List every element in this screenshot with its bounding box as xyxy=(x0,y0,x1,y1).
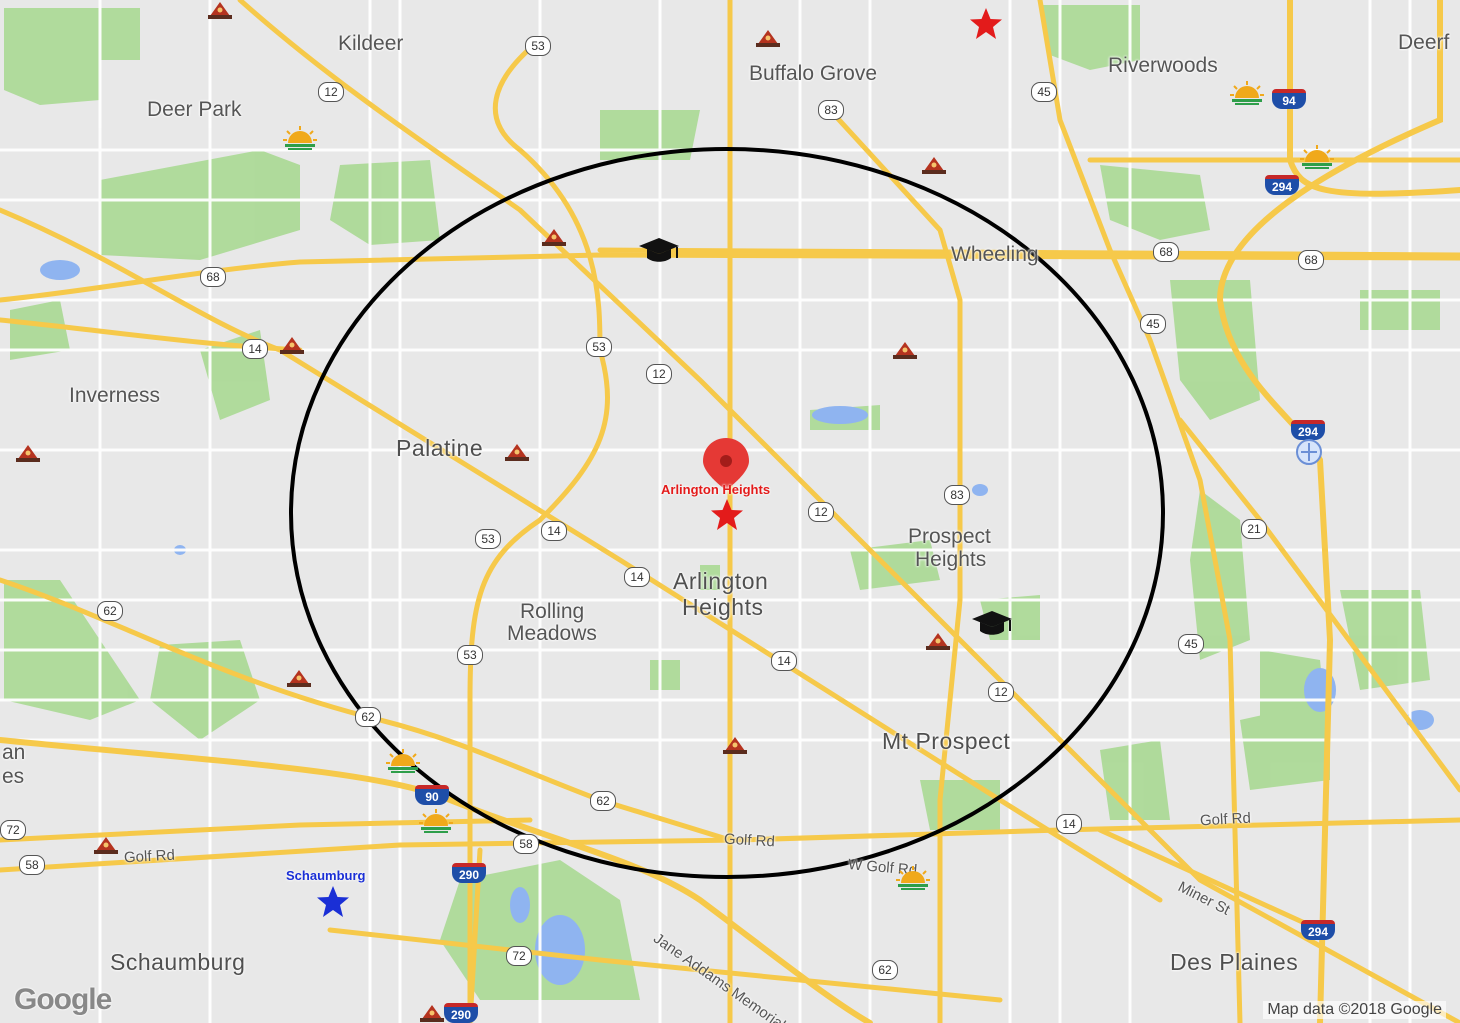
star-icon[interactable] xyxy=(709,497,745,533)
route-shield: 12 xyxy=(988,682,1014,702)
place-deerfield: Deerf xyxy=(1398,31,1450,54)
interstate-shield: 290 xyxy=(452,863,486,885)
route-shield: 62 xyxy=(590,791,616,811)
sunrise-icon[interactable] xyxy=(418,808,454,834)
pin-label-schaumburg[interactable]: Schaumburg xyxy=(286,868,366,883)
place-schaumburg: Schaumburg xyxy=(110,949,246,975)
route-shield: 58 xyxy=(19,855,45,875)
interstate-shield: 294 xyxy=(1291,420,1325,442)
place-deer-park: Deer Park xyxy=(147,98,242,121)
place-kildeer: Kildeer xyxy=(338,32,404,55)
fire-station-icon[interactable] xyxy=(92,835,120,855)
star-icon[interactable] xyxy=(968,6,1004,42)
star-icon[interactable] xyxy=(315,884,351,920)
route-shield: 83 xyxy=(944,485,970,505)
route-shield: 68 xyxy=(1153,242,1179,262)
fire-station-icon[interactable] xyxy=(920,155,948,175)
sunrise-icon[interactable] xyxy=(1229,80,1265,106)
interstate-shield: 290 xyxy=(444,1003,478,1023)
google-logo[interactable]: Google xyxy=(14,983,112,1016)
graduation-cap-icon[interactable] xyxy=(970,609,1014,639)
route-shield: 21 xyxy=(1241,519,1267,539)
route-shield: 53 xyxy=(475,529,501,549)
place-prospect-heights-line1: Prospect xyxy=(908,525,991,548)
route-shield: 14 xyxy=(1056,814,1082,834)
place-buffalo-grove: Buffalo Grove xyxy=(749,62,878,85)
fire-station-icon[interactable] xyxy=(924,631,952,651)
route-shield: 14 xyxy=(624,567,650,587)
road-label-golf-rd-east: Golf Rd xyxy=(1199,809,1252,830)
place-inverness: Inverness xyxy=(69,384,161,407)
sunrise-icon[interactable] xyxy=(1299,144,1335,170)
place-mt-prospect: Mt Prospect xyxy=(882,728,1011,754)
interstate-shield: 294 xyxy=(1265,175,1299,197)
fire-station-icon[interactable] xyxy=(503,442,531,462)
road-label-golf-rd: Golf Rd xyxy=(723,830,776,851)
place-palatine: Palatine xyxy=(396,435,484,461)
sunrise-icon[interactable] xyxy=(282,125,318,151)
route-shield: 12 xyxy=(808,502,834,522)
route-shield: 12 xyxy=(318,82,344,102)
water xyxy=(40,260,1434,985)
place-edge-an: an xyxy=(2,741,26,764)
interstate-shield: 90 xyxy=(415,785,449,807)
route-shield: 72 xyxy=(0,820,26,840)
fire-station-icon[interactable] xyxy=(418,1003,446,1023)
route-shield: 83 xyxy=(818,100,844,120)
place-riverwoods: Riverwoods xyxy=(1108,54,1218,77)
route-shield: 62 xyxy=(97,601,123,621)
fire-station-icon[interactable] xyxy=(206,0,234,20)
route-shield: 68 xyxy=(1298,250,1324,270)
interstate-shield: 94 xyxy=(1272,89,1306,111)
route-shield: 68 xyxy=(200,267,226,287)
fire-station-icon[interactable] xyxy=(891,340,919,360)
route-shield: 62 xyxy=(872,960,898,980)
route-shield: 14 xyxy=(541,521,567,541)
place-edge-es: es xyxy=(2,765,25,788)
route-shield: 62 xyxy=(355,707,381,727)
place-rolling-meadows-line1: Rolling xyxy=(520,600,585,623)
graduation-cap-icon[interactable] xyxy=(637,236,681,266)
fire-station-icon[interactable] xyxy=(540,227,568,247)
route-shield: 45 xyxy=(1140,314,1166,334)
sunrise-icon[interactable] xyxy=(385,748,421,774)
fire-station-icon[interactable] xyxy=(285,668,313,688)
route-shield: 12 xyxy=(646,364,672,384)
fire-station-icon[interactable] xyxy=(278,335,306,355)
radius-circle xyxy=(289,147,1165,879)
road-label-golf-rd-west: Golf Rd xyxy=(123,846,176,867)
fire-station-icon[interactable] xyxy=(754,28,782,48)
route-shield: 53 xyxy=(457,645,483,665)
route-shield: 14 xyxy=(771,651,797,671)
route-shield: 53 xyxy=(525,36,551,56)
map-attribution[interactable]: Map data ©2018 Google xyxy=(1263,1001,1446,1019)
map-pin-icon[interactable] xyxy=(700,436,752,492)
route-shield: 72 xyxy=(506,946,532,966)
place-wheeling: Wheeling xyxy=(951,243,1039,266)
interstate-shield: 294 xyxy=(1301,920,1335,942)
parks xyxy=(4,5,1440,1000)
sunrise-icon[interactable] xyxy=(895,865,931,891)
route-shield: 53 xyxy=(586,337,612,357)
pin-label-arlington-heights[interactable]: Arlington Heights xyxy=(661,482,771,497)
place-des-plaines: Des Plaines xyxy=(1170,949,1299,975)
fire-station-icon[interactable] xyxy=(14,443,42,463)
place-arlington-heights-line2: Heights xyxy=(682,594,764,620)
route-shield: 45 xyxy=(1031,82,1057,102)
route-shield: 45 xyxy=(1178,634,1204,654)
place-rolling-meadows-line2: Meadows xyxy=(507,622,597,645)
route-shield: 14 xyxy=(242,339,268,359)
fire-station-icon[interactable] xyxy=(721,735,749,755)
place-arlington-heights-line1: Arlington xyxy=(673,568,769,594)
route-shield: 58 xyxy=(513,834,539,854)
airport-icon[interactable] xyxy=(1295,438,1323,466)
place-prospect-heights-line2: Heights xyxy=(915,548,987,571)
